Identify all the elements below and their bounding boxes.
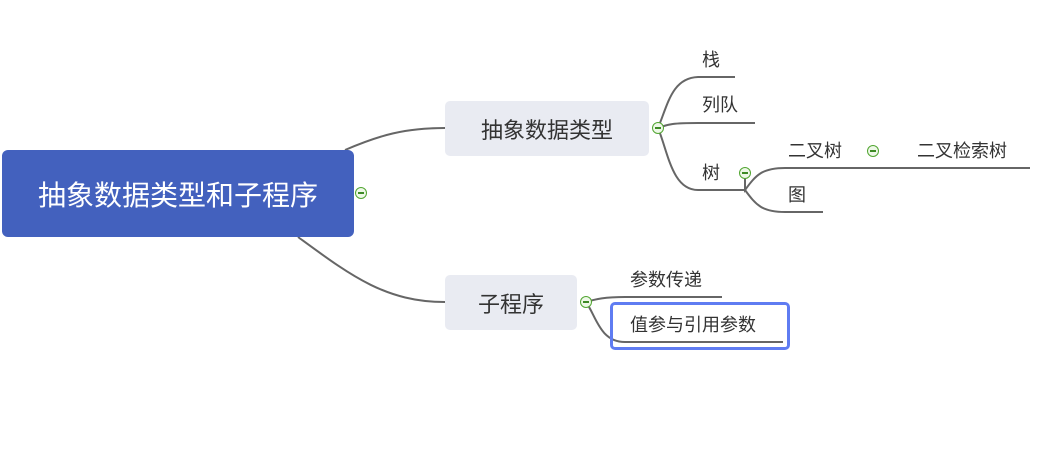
connector-tree-graph — [744, 189, 823, 213]
connector-root-subprogram — [297, 236, 446, 303]
connector-adt-tree — [657, 127, 745, 191]
subtopic-binary-tree[interactable]: 二叉树 — [788, 141, 842, 162]
collapse-minus-icon[interactable] — [355, 187, 367, 199]
collapse-minus-icon[interactable] — [867, 145, 879, 157]
subtopic-graph[interactable]: 图 — [788, 185, 806, 206]
collapse-minus-icon[interactable] — [739, 167, 751, 179]
selection-outline — [610, 302, 790, 350]
subtopic-queue[interactable]: 列队 — [702, 95, 738, 116]
collapse-minus-icon[interactable] — [580, 296, 592, 308]
collapse-minus-icon[interactable] — [652, 122, 664, 134]
topic-subprogram[interactable]: 子程序 — [445, 275, 577, 330]
connector-adt-queue — [657, 122, 755, 129]
root-topic[interactable]: 抽象数据类型和子程序 — [2, 150, 354, 237]
subtopic-binary-search-tree[interactable]: 二叉检索树 — [917, 141, 1007, 162]
subtopic-tree[interactable]: 树 — [702, 163, 720, 184]
connector-root-adt — [344, 127, 446, 151]
connector-tree-binary — [744, 167, 868, 194]
connector-adt-stack — [657, 76, 735, 129]
subtopic-stack[interactable]: 栈 — [702, 50, 720, 71]
subtopic-value-and-reference-params[interactable]: 值参与引用参数 — [630, 315, 756, 336]
subtopic-parameter-passing[interactable]: 参数传递 — [630, 270, 702, 291]
topic-abstract-data-types[interactable]: 抽象数据类型 — [445, 101, 649, 156]
